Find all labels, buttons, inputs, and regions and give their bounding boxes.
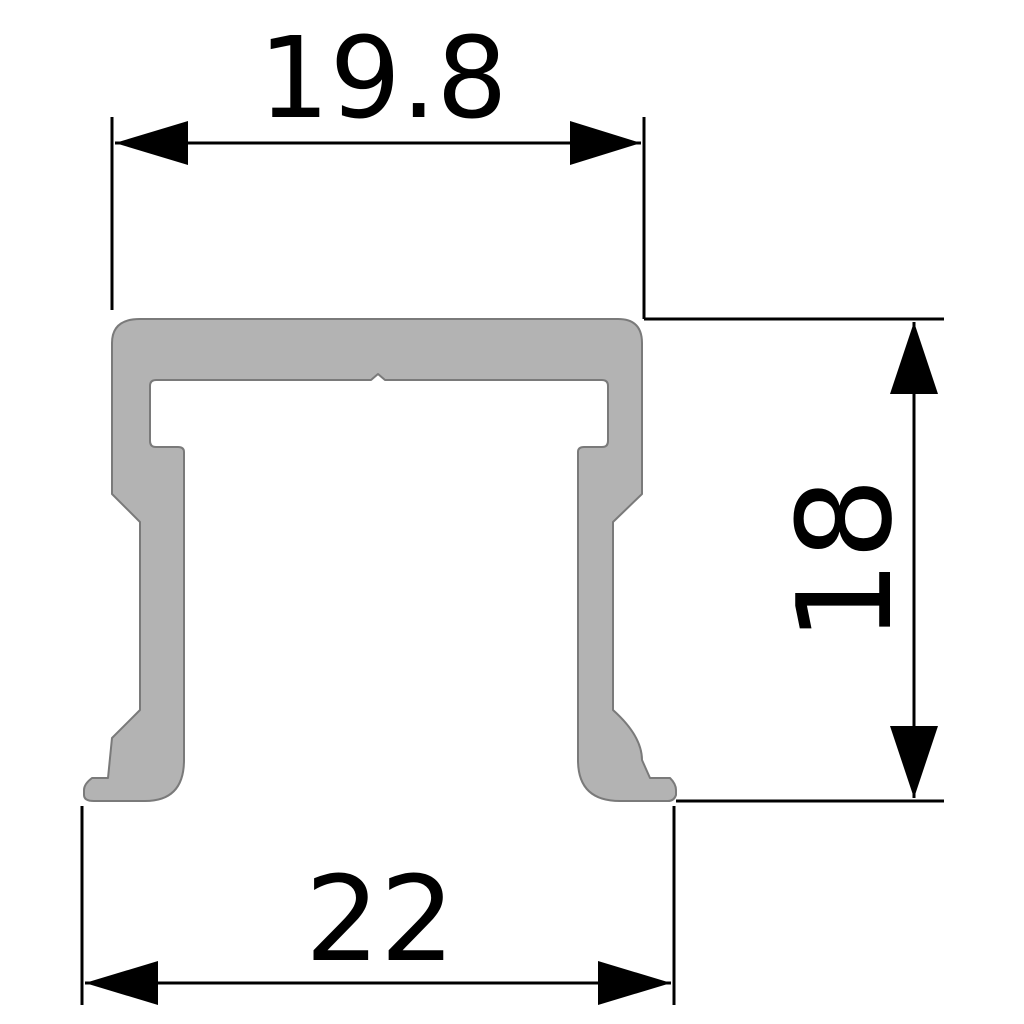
dimension-label-bottom-width: 22 — [305, 850, 455, 988]
dimension-label-top-width: 19.8 — [258, 14, 507, 144]
arrow-height-top — [890, 322, 938, 394]
extension-lines — [80, 117, 944, 1005]
aluminium-profile-section — [83, 318, 677, 802]
arrow-bottom-left — [85, 961, 158, 1005]
arrow-height-bottom — [890, 726, 938, 798]
arrow-top-left — [115, 121, 188, 165]
arrow-top-right — [570, 121, 641, 165]
dimension-lines — [85, 141, 916, 985]
arrow-bottom-right — [598, 961, 671, 1005]
arrowheads — [85, 121, 938, 1005]
dimension-label-height: 18 — [769, 477, 921, 642]
